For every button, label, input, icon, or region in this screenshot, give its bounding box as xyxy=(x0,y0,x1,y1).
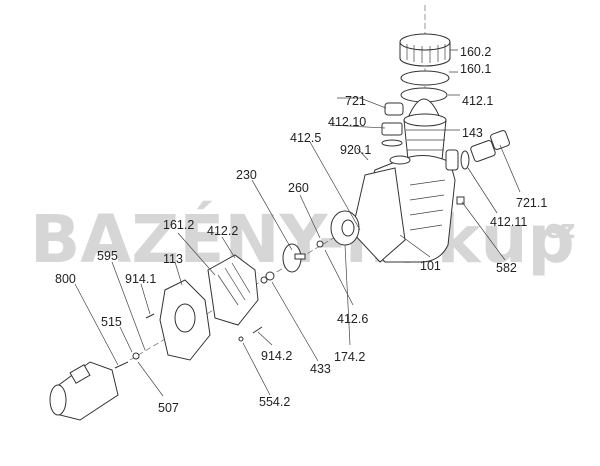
o-ring-507 xyxy=(132,352,140,360)
screw-914-2 xyxy=(252,326,263,334)
lid-ring xyxy=(399,33,451,67)
motor xyxy=(49,361,129,421)
impeller xyxy=(282,243,306,273)
motor-bracket xyxy=(159,279,211,361)
part-label: 161.2 xyxy=(163,218,194,232)
part-label: 507 xyxy=(158,401,179,415)
part-label: 113 xyxy=(163,252,183,266)
mechanical-seal xyxy=(265,271,275,281)
seal-ring xyxy=(260,276,268,284)
part-label: 412.11 xyxy=(490,215,527,229)
part-label: 412.1 xyxy=(462,94,493,108)
union-nut-top xyxy=(384,102,404,116)
part-label: 101 xyxy=(420,259,441,273)
part-label: 160.2 xyxy=(460,45,491,59)
part-label: 412.6 xyxy=(337,312,368,326)
part-label: 582 xyxy=(496,261,517,275)
watermark: BAZÉNY-nakup .cz xyxy=(30,200,575,278)
part-label: 160.1 xyxy=(460,62,491,76)
part-label: 174.2 xyxy=(334,350,365,364)
union-tail-top xyxy=(381,122,403,136)
part-label: 920.1 xyxy=(340,143,371,157)
part-label: 800 xyxy=(55,272,76,286)
part-label: 412.2 xyxy=(207,224,238,238)
part-label: 260 xyxy=(288,181,309,195)
lid-cover xyxy=(400,70,450,86)
o-ring-top xyxy=(381,139,403,147)
part-label: 595 xyxy=(97,249,118,263)
part-label: 412.5 xyxy=(290,131,321,145)
part-label: 143 xyxy=(462,126,483,140)
pump-housing xyxy=(351,149,459,263)
part-label: 515 xyxy=(101,315,122,329)
part-labels: 160.2 160.1 721 412.1 412.10 143 412.5 920.1 230… xyxy=(55,45,547,415)
part-label: 554.2 xyxy=(259,395,290,409)
part-label: 412.10 xyxy=(328,115,366,129)
part-label: 721 xyxy=(345,94,366,108)
watermark-text: BAZÉNY-nakup xyxy=(30,200,575,278)
drain-plug xyxy=(456,196,465,205)
impeller-o-ring xyxy=(316,240,324,248)
union-nut-side xyxy=(490,130,510,150)
part-label: 914.2 xyxy=(261,349,292,363)
o-ring-side xyxy=(460,150,470,170)
part-label: 230 xyxy=(236,168,257,182)
diffuser xyxy=(330,210,360,246)
seal-plate xyxy=(207,254,259,326)
part-label: 721.1 xyxy=(516,196,547,210)
part-label: 914.1 xyxy=(125,272,156,286)
part-label: 433 xyxy=(310,362,331,376)
leader-lines xyxy=(74,49,521,397)
screw-914-1 xyxy=(145,313,155,319)
watermark-suffix: .cz xyxy=(535,215,575,245)
union-tail-side xyxy=(470,140,496,162)
washer-554-2 xyxy=(238,336,244,342)
